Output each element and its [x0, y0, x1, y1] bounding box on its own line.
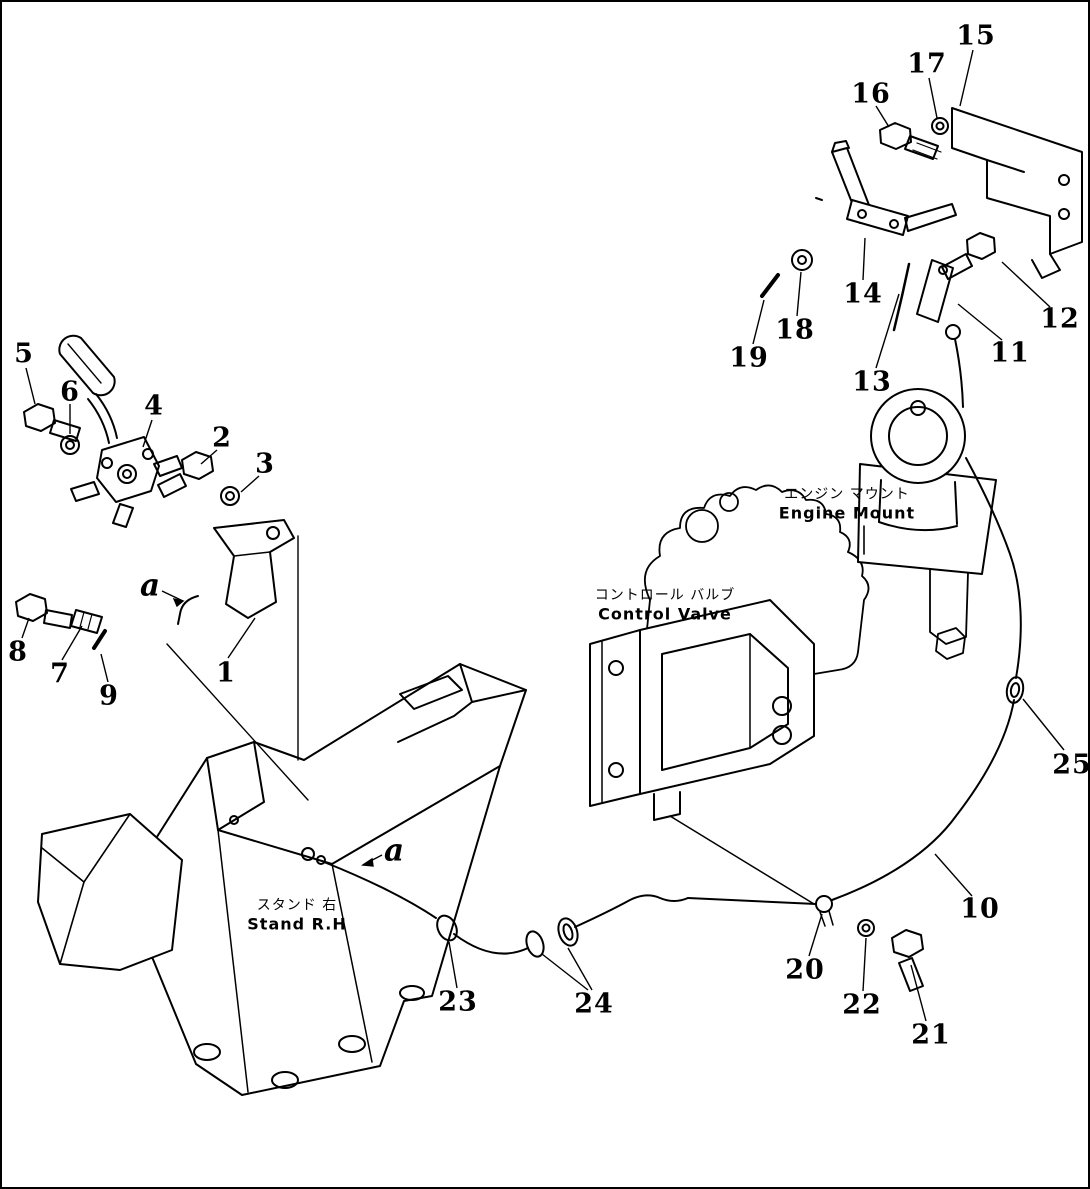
callout-21: 21 — [911, 1019, 951, 1051]
engine-mount-drawing — [857, 388, 997, 575]
stand-left-cover-drawing — [37, 813, 183, 971]
label-engine-mount: エンジン マウント Engine Mount — [779, 484, 915, 523]
cable-upper-fitting-drawing — [945, 324, 964, 408]
bolt-8-drawing — [15, 593, 73, 629]
label-control-valve: コントロール バルブ Control Valve — [595, 585, 735, 624]
washer-22-drawing — [857, 919, 875, 937]
lever-link-14-drawing — [831, 140, 957, 236]
callout-2: 2 — [212, 422, 232, 454]
label-control-valve-jp: コントロール バルブ — [594, 587, 736, 604]
label-engine-mount-jp: エンジン マウント — [784, 486, 910, 503]
throttle-cable-drawing — [301, 457, 1025, 958]
stand-console-drawing — [140, 663, 527, 1096]
callout-14: 14 — [843, 278, 883, 310]
callout-8: 8 — [8, 636, 28, 668]
joint-7-drawing — [70, 609, 103, 634]
ref-letter-a-upper: a — [139, 567, 161, 604]
callout-17: 17 — [907, 48, 947, 80]
washer-17-drawing — [931, 117, 949, 135]
callout-18: 18 — [775, 314, 815, 346]
ref-letter-a-lower: a — [383, 832, 405, 869]
pin-9-drawing — [92, 629, 107, 650]
callout-4: 4 — [144, 390, 164, 422]
control-valve-drawing — [589, 599, 815, 905]
callout-3: 3 — [255, 448, 275, 480]
washer-18-drawing — [791, 249, 813, 271]
bolt-21-drawing — [891, 929, 924, 992]
rod-end-drawing — [177, 595, 199, 625]
label-stand-rh: スタンド 右 Stand R.H — [247, 895, 346, 934]
callout-12: 12 — [1040, 303, 1080, 335]
callout-1: 1 — [216, 657, 236, 689]
bracket-1-drawing — [213, 519, 295, 619]
label-stand-rh-jp: スタンド 右 — [256, 897, 338, 914]
callout-15: 15 — [956, 20, 996, 52]
pin-19-drawing — [760, 273, 780, 298]
callout-11: 11 — [990, 337, 1030, 369]
mounting-bracket-drawing — [951, 107, 1083, 279]
callout-19: 19 — [729, 342, 769, 374]
link-11-drawing — [916, 259, 954, 323]
callout-10: 10 — [960, 893, 1000, 925]
rod-13-drawing — [892, 262, 911, 332]
callout-20: 20 — [785, 954, 825, 986]
control-lever-drawing — [58, 334, 183, 528]
callout-9: 9 — [99, 680, 119, 712]
callout-23: 23 — [438, 986, 478, 1018]
position-line-diagonal — [166, 643, 309, 801]
bolt-5-drawing — [23, 403, 81, 442]
bolt-16-drawing — [879, 122, 942, 160]
washer-6-drawing — [60, 435, 80, 455]
callout-22: 22 — [842, 989, 882, 1021]
callout-13: 13 — [852, 366, 892, 398]
label-stand-rh-en: Stand R.H — [247, 914, 347, 934]
scan-mark — [815, 197, 823, 201]
callout-7: 7 — [50, 658, 70, 690]
label-control-valve-en: Control Valve — [598, 604, 732, 624]
bolt-12-drawing — [941, 232, 996, 280]
callout-25: 25 — [1052, 749, 1090, 781]
washer-3-drawing — [220, 486, 240, 506]
callout-6: 6 — [60, 376, 80, 408]
callout-16: 16 — [851, 78, 891, 110]
label-engine-mount-en: Engine Mount — [778, 503, 916, 523]
callout-24: 24 — [574, 988, 614, 1020]
callout-5: 5 — [14, 338, 34, 370]
leader-lines — [21, 49, 1065, 1022]
bolt-2-drawing — [157, 451, 214, 498]
